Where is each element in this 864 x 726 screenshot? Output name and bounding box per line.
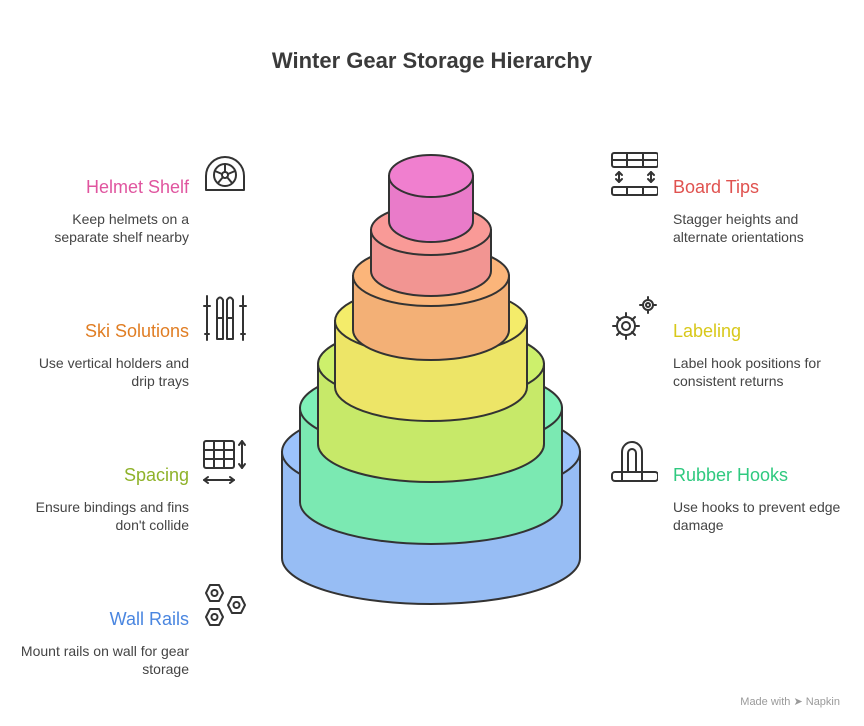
- item-label: Labeling: [673, 321, 742, 341]
- item-label: Ski Solutions: [84, 321, 189, 341]
- item-desc: Stagger heights and alternate orientatio…: [673, 211, 804, 245]
- item-desc: Use hooks to prevent edge damage: [673, 499, 841, 533]
- item-desc: Keep helmets on a separate shelf nearby: [54, 211, 189, 245]
- item-label: Spacing: [123, 465, 189, 485]
- gears-icon: [608, 294, 658, 344]
- layer-helmet-shelf: [388, 154, 474, 243]
- board-rack-icon: [608, 150, 659, 200]
- diagram-title: Winter Gear Storage Hierarchy: [271, 48, 593, 73]
- item-label: Helmet Shelf: [85, 177, 189, 197]
- item-wall-rails: Wall Rails Mount rails on wall for gear …: [19, 608, 189, 678]
- helmet-icon: [200, 150, 250, 200]
- item-board-tips: Board Tips Stagger heights and alternate…: [673, 176, 843, 246]
- item-desc: Ensure bindings and fins don't collide: [35, 499, 189, 533]
- item-ski-solutions: Ski Solutions Use vertical holders and d…: [19, 320, 189, 390]
- skis-icon: [200, 294, 250, 344]
- item-labeling: Labeling Label hook positions for consis…: [673, 320, 843, 390]
- item-desc: Use vertical holders and drip trays: [38, 355, 189, 389]
- item-helmet-shelf: Helmet Shelf Keep helmets on a separate …: [19, 176, 189, 246]
- item-label: Rubber Hooks: [673, 465, 789, 485]
- item-desc: Mount rails on wall for gear storage: [20, 643, 189, 677]
- item-spacing: Spacing Ensure bindings and fins don't c…: [19, 464, 189, 534]
- made-with-napkin-credit: Made with ➤ Napkin: [740, 696, 840, 708]
- item-label: Board Tips: [673, 177, 760, 197]
- item-desc: Label hook positions for consistent retu…: [673, 355, 821, 389]
- item-label: Wall Rails: [109, 609, 189, 629]
- item-rubber-hooks: Rubber Hooks Use hooks to prevent edge d…: [673, 464, 843, 534]
- lock-hook-icon: [608, 438, 659, 488]
- hex-nuts-icon: [200, 582, 250, 632]
- grid-spacing-icon: [200, 438, 250, 488]
